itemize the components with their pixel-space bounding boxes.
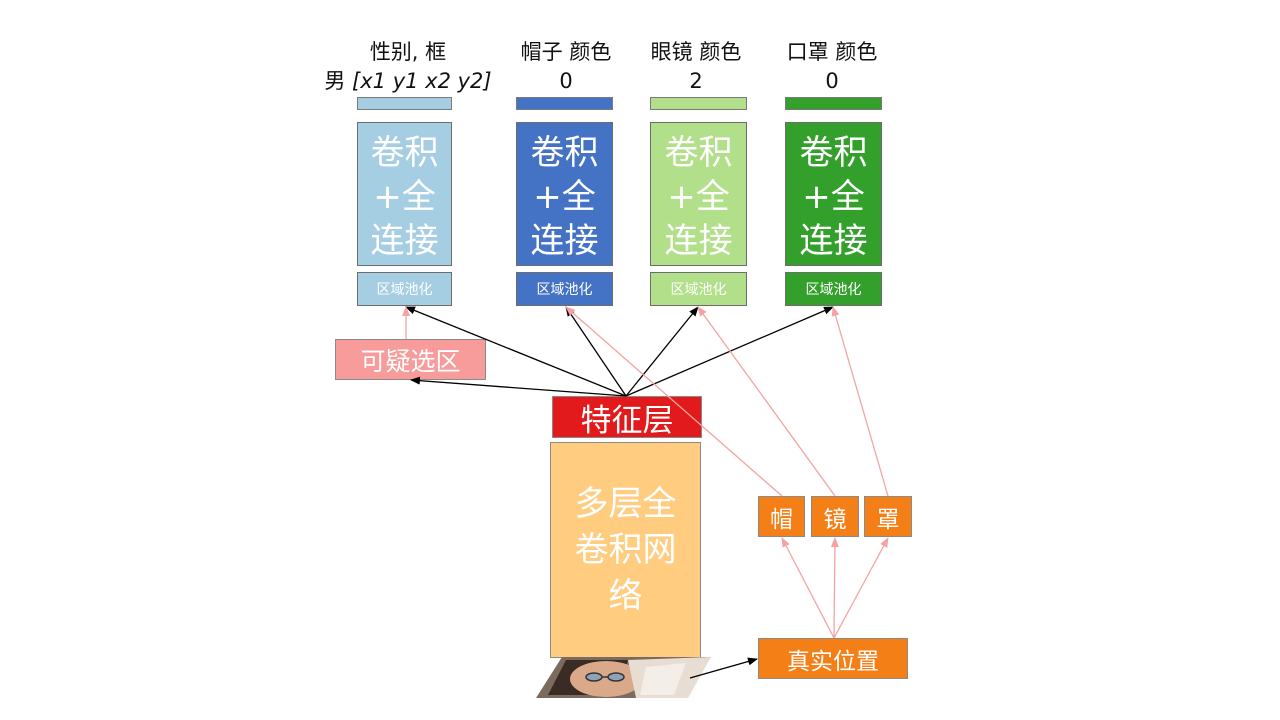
output-bar-2: [650, 97, 747, 110]
arrow-image-to-ground-truth: [689, 657, 758, 679]
column-header-1: 帽子 颜色 0: [494, 38, 638, 96]
conv-fc-block-0: 卷积+全连接: [357, 122, 452, 266]
ground-truth-box: 真实位置: [758, 638, 908, 679]
column-header-title: 眼镜 颜色: [650, 40, 742, 64]
column-header-title: 帽子 颜色: [520, 40, 612, 64]
column-header-title: 性别, 框: [369, 40, 447, 64]
arrow-hat-to-pool-1: [565, 306, 783, 497]
column-header-values: 男 [x1 y1 x2 y2]: [324, 69, 492, 93]
conv-fc-block-3: 卷积+全连接: [785, 122, 882, 266]
arrow-gt-to-mask: [833, 537, 889, 639]
region-proposal-box: 可疑选区: [335, 339, 486, 380]
column-header-values: 0: [559, 69, 573, 93]
conv-fc-block-2: 卷积+全连接: [650, 122, 747, 266]
column-header-0: 性别, 框 男 [x1 y1 x2 y2]: [318, 38, 498, 96]
arrow-feature-to-pool-0: [405, 306, 627, 397]
arrow-gt-to-hat: [781, 537, 835, 639]
gt-part-glasses: 镜: [811, 496, 859, 537]
roi-pooling-0: 区域池化: [357, 272, 452, 306]
feature-layer-box: 特征层: [552, 396, 702, 439]
output-bar-3: [785, 97, 882, 110]
output-bar-0: [357, 97, 452, 110]
gt-part-mask: 罩: [864, 496, 912, 537]
face-photo-icon: [536, 657, 711, 698]
column-header-values: 0: [825, 69, 839, 93]
backbone-network-box: 多层全 卷积网 络: [550, 442, 701, 658]
arrow-feature-to-pool-2: [625, 306, 699, 397]
arrow-mask-to-pool-3: [831, 306, 889, 497]
roi-pooling-3: 区域池化: [785, 272, 882, 306]
arrow-feature-to-pool-1: [565, 306, 627, 397]
roi-pooling-2: 区域池化: [650, 272, 747, 306]
output-bar-1: [516, 97, 613, 110]
column-header-title: 口罩 颜色: [786, 40, 878, 64]
column-header-values: 2: [689, 69, 703, 93]
roi-pooling-1: 区域池化: [516, 272, 613, 306]
arrow-feature-to-proposal: [410, 376, 627, 397]
column-header-3: 口罩 颜色 0: [760, 38, 904, 96]
gt-part-hat: 帽: [758, 496, 805, 537]
conv-fc-block-1: 卷积+全连接: [516, 122, 613, 266]
arrow-gt-to-glasses: [830, 537, 839, 639]
column-header-2: 眼镜 颜色 2: [624, 38, 768, 96]
arrow-glasses-to-pool-2: [697, 306, 836, 497]
